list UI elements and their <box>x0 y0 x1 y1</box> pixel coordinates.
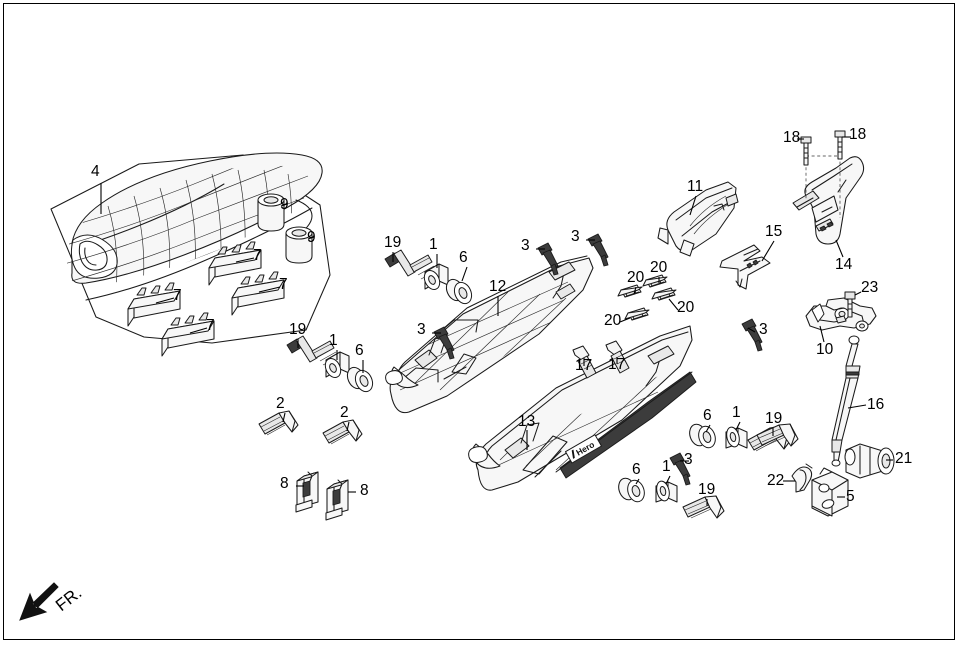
callout-flange-bolt[interactable]: 19 <box>289 321 307 338</box>
grommet-6d <box>346 366 374 393</box>
rubber-stopper <box>844 443 895 479</box>
hex-bolt-17b <box>605 340 630 374</box>
rear-side-cover-right: Hero <box>468 325 697 491</box>
diagram-border <box>3 3 955 640</box>
damper-rod <box>831 335 861 467</box>
tapping-screw-3a <box>537 242 559 276</box>
collar-1d <box>324 351 350 378</box>
panel-clip-8a <box>295 471 319 513</box>
grab-rail-bolt-18b <box>834 130 846 160</box>
callout-grab-rail-bolt[interactable]: 18 <box>783 129 801 146</box>
panel-clip-8b <box>325 479 349 521</box>
seat-pad-3 <box>127 282 181 327</box>
callout-spring-clip[interactable]: 22 <box>767 472 785 489</box>
seat-pad-1 <box>208 241 262 286</box>
seat-bushing-2 <box>285 226 313 264</box>
callout-seat-rubber-pad[interactable]: 7 <box>253 247 262 264</box>
grommet-6b <box>689 423 716 449</box>
callout-seat-lock-assembly[interactable]: 10 <box>816 341 834 358</box>
callout-seat-lock-bolt[interactable]: 23 <box>861 279 879 296</box>
rear-side-cover-left <box>385 255 594 414</box>
callout-rubber-stopper[interactable]: 21 <box>895 450 913 467</box>
callout-flange-bolt[interactable]: 19 <box>384 234 402 251</box>
callout-seat-rubber-pad[interactable]: 7 <box>206 317 215 334</box>
grab-rail-bolt-18a <box>800 136 812 166</box>
clip-nut-20a <box>617 284 643 298</box>
callout-collar[interactable]: 1 <box>662 458 671 475</box>
callout-flange-bolt[interactable]: 19 <box>765 410 783 427</box>
clip-nut-20c <box>651 287 677 301</box>
callout-hex-bolt[interactable]: 17 <box>608 356 626 373</box>
callout-seat-rubber-pad[interactable]: 7 <box>279 276 288 293</box>
callout-collar[interactable]: 1 <box>732 404 741 421</box>
flange-bolt-19c-lower <box>682 495 725 519</box>
tapping-screw-3d <box>741 318 763 352</box>
hex-bolt-17a <box>572 345 597 379</box>
callout-mudguard-bracket[interactable]: 15 <box>765 223 783 240</box>
callout-collar[interactable]: 1 <box>429 236 438 253</box>
callout-clip-nut[interactable]: 20 <box>627 269 645 286</box>
callout-damper-rod[interactable]: 16 <box>867 396 885 413</box>
hex-bolt-2b <box>322 419 363 445</box>
callout-panel-clip[interactable]: 8 <box>360 482 369 499</box>
callout-clip-nut[interactable]: 20 <box>604 312 622 329</box>
callout-seat-rubber-pad[interactable]: 7 <box>173 287 182 304</box>
callout-grommet[interactable]: 6 <box>632 461 641 478</box>
callout-seat-bushing[interactable]: 9 <box>280 196 289 213</box>
callout-tapping-screw[interactable]: 3 <box>759 321 768 338</box>
collar-1c <box>655 480 678 503</box>
fr-arrow <box>19 582 59 621</box>
callout-bracket-block[interactable]: 5 <box>846 488 855 505</box>
callout-flange-bolt[interactable]: 19 <box>698 481 716 498</box>
bracket-block <box>811 467 849 517</box>
grab-rail <box>792 155 865 245</box>
tapping-screw-3b <box>587 233 609 267</box>
clip-nut-20b <box>642 274 668 288</box>
callout-hex-bolt[interactable]: 17 <box>575 357 593 374</box>
seat-bushing-1 <box>257 193 285 232</box>
flange-bolt-19c-upper <box>756 423 799 447</box>
grommet-6c <box>618 477 645 503</box>
callout-tapping-screw[interactable]: 3 <box>521 237 530 254</box>
seat-pad-2 <box>231 271 285 316</box>
callout-rear-side-cover-left[interactable]: 12 <box>489 278 507 295</box>
rear-center-cover <box>657 181 739 257</box>
spring-clip <box>791 463 813 493</box>
seat-lock-bolt-23 <box>844 291 856 318</box>
callout-tapping-screw[interactable]: 3 <box>684 451 693 468</box>
callout-grommet[interactable]: 6 <box>459 249 468 266</box>
seat-group-outline <box>50 154 331 344</box>
callout-seat-bushing[interactable]: 9 <box>307 229 316 246</box>
callout-grommet[interactable]: 6 <box>355 342 364 359</box>
callout-seat[interactable]: 4 <box>91 163 100 180</box>
mudguard-bracket <box>719 244 771 290</box>
callout-collar[interactable]: 1 <box>329 332 338 349</box>
callout-tapping-screw[interactable]: 3 <box>571 228 580 245</box>
tapping-screw-3e <box>669 452 691 486</box>
collar-1b <box>725 426 748 449</box>
callout-hex-bolt[interactable]: 2 <box>276 395 285 412</box>
callout-clip-nut[interactable]: 20 <box>677 299 695 316</box>
callout-tapping-screw[interactable]: 3 <box>417 321 426 338</box>
collar-1a <box>423 263 449 290</box>
clip-nut-20d <box>624 307 650 321</box>
callout-grommet[interactable]: 6 <box>703 407 712 424</box>
callout-rear-center-cover[interactable]: 11 <box>687 178 704 195</box>
callout-rear-side-cover-right[interactable]: 13 <box>518 413 536 430</box>
grommet-6a <box>445 278 473 305</box>
callout-panel-clip[interactable]: 8 <box>280 475 289 492</box>
callout-clip-nut[interactable]: 20 <box>650 259 668 276</box>
leader-lines <box>100 136 893 506</box>
seat-pad-4 <box>161 312 215 357</box>
callout-grab-rail-bolt[interactable]: 18 <box>849 126 867 143</box>
hex-bolt-2a <box>258 410 299 436</box>
callout-hex-bolt[interactable]: 2 <box>340 404 349 421</box>
callout-grab-rail[interactable]: 14 <box>835 256 853 273</box>
seat-lock-assembly <box>805 297 877 332</box>
